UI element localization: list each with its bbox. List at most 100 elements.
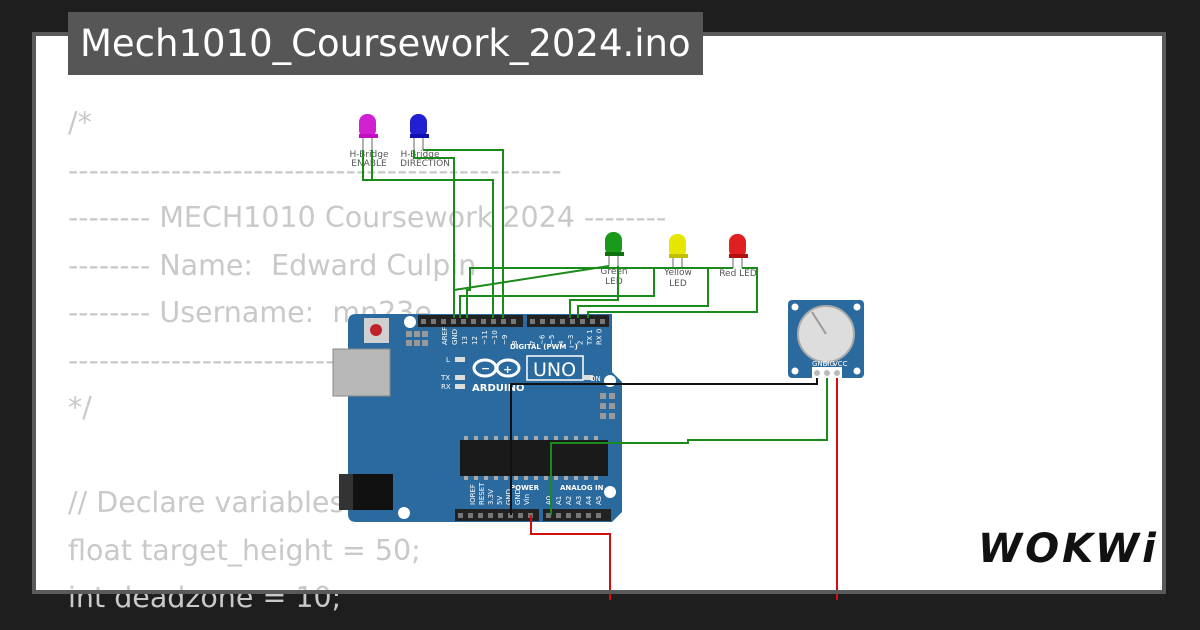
header-pin[interactable] (530, 319, 535, 324)
code-line: -------- Username: mn23e (68, 296, 432, 329)
led-green[interactable]: Green LED (600, 232, 628, 287)
led-red[interactable]: Red LED (719, 234, 757, 279)
wire (466, 267, 673, 318)
chip-pin (524, 436, 528, 440)
wire (510, 378, 818, 515)
chip-pin (494, 436, 498, 440)
chip-pin (514, 476, 518, 480)
header-pin[interactable] (586, 513, 591, 518)
pin-label: RX 0 (596, 329, 604, 345)
chip-pin (554, 476, 558, 480)
power-header-label: POWER (510, 484, 540, 492)
pin-label: RESET (478, 482, 486, 505)
header-pin[interactable] (576, 513, 581, 518)
wire (530, 515, 611, 600)
pin-label: 5V (496, 496, 504, 505)
header-pin[interactable] (596, 513, 601, 518)
header-pin[interactable] (431, 319, 436, 324)
wire (362, 150, 494, 318)
pin-label: 2 (577, 341, 585, 345)
chip-pin (544, 436, 548, 440)
potentiometer[interactable]: GND SIG VCC (788, 300, 864, 379)
arduino-brand: ARDUINO (472, 383, 524, 394)
led-h-bridge-enable[interactable]: H-Bridge ENABLE (349, 114, 389, 169)
header-pin[interactable] (556, 513, 561, 518)
chip-pin (574, 436, 578, 440)
arduino-logo: − + (472, 358, 521, 378)
code-line: -------- MECH1010 Coursework 2024 ------… (68, 201, 667, 234)
wire (459, 267, 733, 318)
header-pin[interactable] (491, 319, 496, 324)
project-title[interactable]: Mech1010_Coursework_2024.ino (68, 12, 703, 75)
pin-label: ~11 (481, 330, 489, 345)
usb-port (332, 348, 391, 397)
pin-label: TX 1 (586, 329, 594, 346)
header-pin[interactable] (481, 319, 486, 324)
tx-led-label: TX (440, 374, 450, 382)
led-label: Green (600, 267, 627, 277)
pin-label: A1 (555, 496, 563, 505)
power-header (455, 509, 539, 521)
wire (569, 266, 619, 318)
svg-text:+: + (503, 363, 512, 376)
chip-pin (594, 476, 598, 480)
icsp-header-2 (600, 393, 615, 419)
on-led-label: ON (590, 375, 601, 383)
header-pin[interactable] (550, 319, 555, 324)
chip-pin (474, 476, 478, 480)
pin-label: A4 (585, 495, 593, 505)
code-line: /* (68, 106, 92, 139)
header-pin[interactable] (566, 513, 571, 518)
header-pin[interactable] (478, 513, 483, 518)
pin-label: 3.3V (487, 489, 495, 505)
chip-pin (564, 476, 568, 480)
l-led-label: L (446, 356, 450, 364)
led-body (359, 114, 376, 138)
header-pin[interactable] (471, 319, 476, 324)
led-body (410, 114, 427, 138)
header-pin[interactable] (511, 319, 516, 324)
header-pin[interactable] (441, 319, 446, 324)
chip-pin (544, 476, 548, 480)
header-pin[interactable] (488, 513, 493, 518)
header-pin[interactable] (546, 513, 551, 518)
pin-label: IOREF (469, 484, 477, 505)
header-pin[interactable] (461, 319, 466, 324)
header-pin[interactable] (468, 513, 473, 518)
pin-label: 7 (529, 341, 537, 345)
header-pin[interactable] (560, 319, 565, 324)
chip-pin (524, 476, 528, 480)
chip-pin (584, 476, 588, 480)
header-pin[interactable] (458, 513, 463, 518)
pin-label: ~10 (491, 330, 499, 345)
led-yellow[interactable]: Yellow LED (663, 234, 692, 289)
header-pin[interactable] (570, 319, 575, 324)
code-line: */ (68, 391, 92, 424)
chip-pin (494, 476, 498, 480)
header-pin[interactable] (600, 319, 605, 324)
code-line: // Declare variables (68, 486, 345, 519)
chip-pin (594, 436, 598, 440)
header-pin[interactable] (451, 319, 456, 324)
pin-label: GND (514, 489, 522, 505)
header-pin[interactable] (590, 319, 595, 324)
mount-hole (398, 507, 410, 519)
led-label: Yellow (663, 268, 692, 278)
header-pin[interactable] (540, 319, 545, 324)
header-pin[interactable] (421, 319, 426, 324)
icsp-header (406, 331, 428, 346)
chip-pin (484, 476, 488, 480)
header-pin[interactable] (498, 513, 503, 518)
header-pin[interactable] (580, 319, 585, 324)
pin-label: ~9 (501, 335, 509, 345)
led-h-bridge-direction[interactable]: H-Bridge DIRECTION (400, 114, 450, 169)
header-pin[interactable] (501, 319, 506, 324)
led-label: H-Bridge (349, 150, 388, 160)
header-pin[interactable] (518, 513, 523, 518)
mount-hole (404, 316, 416, 328)
header-pin[interactable] (508, 513, 513, 518)
pot-pin-label: GND (812, 360, 828, 368)
led-body (669, 234, 686, 258)
